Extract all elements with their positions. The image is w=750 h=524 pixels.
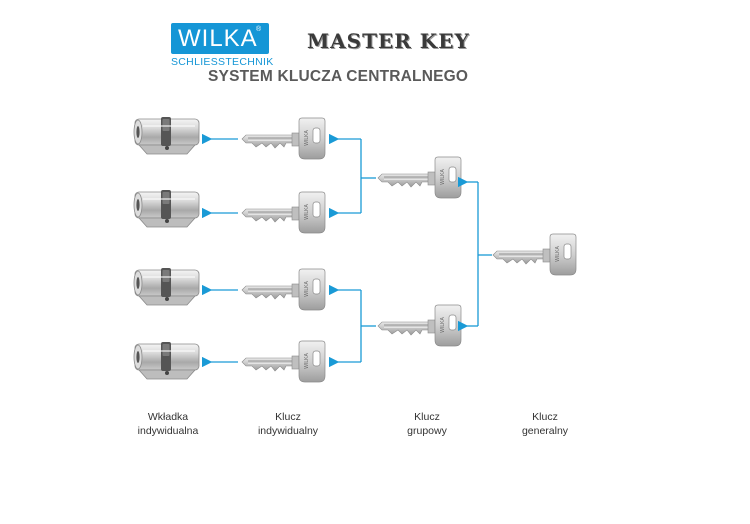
column-label-line: Klucz — [414, 411, 440, 423]
column-label-line: generalny — [521, 425, 569, 437]
wilka-logo — [171, 23, 269, 54]
key-icon — [241, 340, 326, 383]
page-subtitle: SYSTEM KLUCZA CENTRALNEGO — [208, 68, 469, 85]
column-label-line: Wkładka — [147, 411, 189, 423]
column-label-line: Klucz — [532, 411, 558, 423]
cylinder-lock-icon — [133, 116, 200, 155]
page-title: MASTER KEY — [307, 29, 470, 53]
column-label-line: indywidualna — [137, 425, 199, 437]
column-label-individual-key: Klucz indywidualny — [233, 410, 343, 438]
column-label-line: grupowy — [407, 425, 447, 437]
column-label-cylinder: Wkładka indywidualna — [113, 410, 223, 438]
key-icon — [377, 304, 462, 347]
cylinder-lock-icon — [133, 189, 200, 228]
cylinder-lock-icon — [133, 267, 200, 306]
column-label-line: indywidualny — [257, 425, 319, 437]
logo-registered-mark: ® — [256, 26, 262, 33]
key-icon — [377, 156, 462, 199]
logo-subtitle: SCHLIESSTECHNIK — [171, 56, 274, 68]
key-icon — [241, 191, 326, 234]
cylinder-lock-icon — [133, 341, 200, 380]
column-label-general-key: Klucz generalny — [490, 410, 600, 438]
logo-brand: WILKA — [178, 25, 258, 52]
column-label-line: Klucz — [275, 411, 301, 423]
key-icon — [241, 268, 326, 311]
key-icon — [241, 117, 326, 160]
column-label-group-key: Klucz grupowy — [372, 410, 482, 438]
key-icon — [492, 233, 577, 276]
